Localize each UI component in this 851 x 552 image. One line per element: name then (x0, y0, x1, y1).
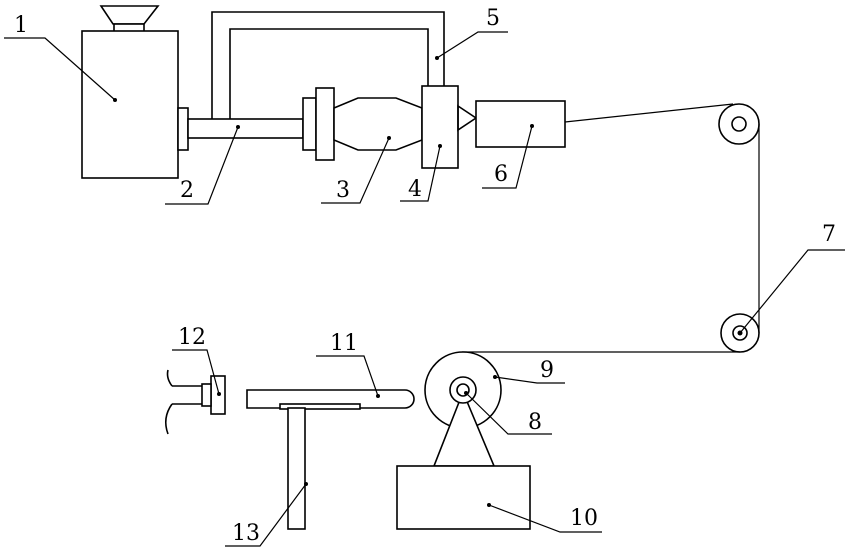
component-2-shaft (178, 108, 303, 150)
label-2: 2 (180, 178, 194, 203)
flange-left (303, 98, 316, 150)
label-10: 10 (570, 506, 598, 531)
label-7: 7 (822, 222, 836, 247)
column-post (288, 408, 305, 529)
break-line-bottom (166, 404, 172, 434)
extruder-housing (82, 31, 178, 178)
break-line-top (168, 370, 173, 386)
die-body (334, 98, 422, 150)
shaft-collar (178, 108, 188, 150)
label-6: 6 (494, 162, 508, 187)
component-4-die-head (422, 86, 458, 168)
leader-5 (437, 32, 508, 58)
leader-7 (740, 250, 845, 333)
flange-plate (316, 88, 334, 160)
label-3: 3 (336, 178, 350, 203)
die-head-block (422, 86, 458, 168)
component-12-cutter (166, 370, 225, 434)
component-7-guide-pulleys (719, 104, 759, 352)
component-6-cooling-unit (476, 101, 565, 147)
shaft-barrel (188, 119, 303, 138)
label-11: 11 (330, 331, 358, 356)
component-13-column (280, 404, 360, 529)
label-9: 9 (540, 358, 554, 383)
upper-pulley-hub (732, 117, 746, 131)
nozzle-cone (458, 106, 476, 130)
label-12: 12 (178, 325, 206, 350)
hopper-funnel (101, 6, 158, 24)
label-1: 1 (14, 13, 28, 38)
leader-9 (495, 377, 565, 383)
cooling-box (476, 101, 565, 147)
component-1-extruder-body (82, 6, 178, 178)
component-10-base (397, 392, 530, 529)
label-4: 4 (408, 177, 422, 202)
cutter-holder (202, 384, 211, 406)
component-3-die (303, 88, 422, 160)
strand-to-upper-pulley (565, 104, 733, 122)
label-13: 13 (232, 521, 260, 546)
base-box (397, 466, 530, 529)
label-5: 5 (486, 6, 500, 31)
label-8: 8 (528, 410, 542, 435)
